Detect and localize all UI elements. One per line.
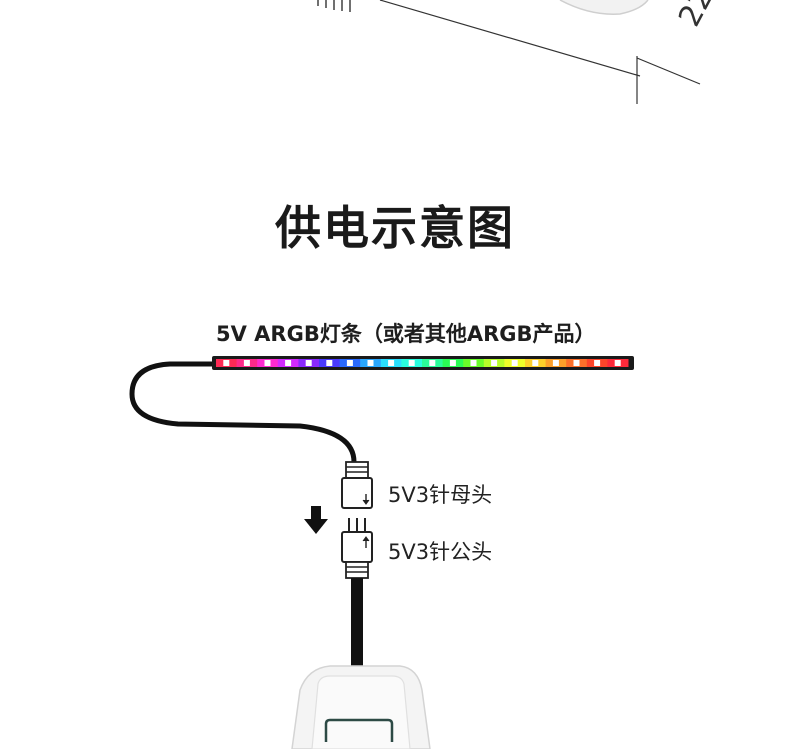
led-chip xyxy=(449,360,456,366)
led-chip xyxy=(305,360,312,366)
led-chip xyxy=(367,360,374,366)
male-connector-label: 5V3针公头 xyxy=(388,540,493,564)
strip-cable xyxy=(129,361,357,465)
page-title: 供电示意图 xyxy=(275,201,515,255)
led-chip xyxy=(223,360,230,366)
led-chip xyxy=(573,360,580,366)
led-chip xyxy=(429,360,436,366)
power-adapter xyxy=(291,665,431,749)
power-cable xyxy=(351,578,363,670)
male-connector-pins xyxy=(348,518,366,532)
led-chip xyxy=(346,360,353,366)
female-connector-label: 5V3针母头 xyxy=(388,483,493,507)
led-chip xyxy=(470,360,477,366)
argb-led-strip xyxy=(212,356,634,370)
led-chip xyxy=(326,360,333,366)
led-chip xyxy=(594,360,601,366)
led-chip xyxy=(388,360,395,366)
led-chip xyxy=(408,360,415,366)
product-illustration-top xyxy=(317,0,701,104)
male-connector xyxy=(341,531,373,579)
led-chip xyxy=(532,360,539,366)
led-chip xyxy=(552,360,559,366)
strip-label: 5V ARGB灯条（或者其他ARGB产品） xyxy=(216,322,596,346)
connect-arrow-icon xyxy=(304,506,328,534)
led-chip xyxy=(511,360,518,366)
female-connector xyxy=(341,461,373,509)
led-chip xyxy=(264,360,271,366)
led-chip xyxy=(285,360,292,366)
led-chip xyxy=(614,360,621,366)
led-chip xyxy=(243,360,250,366)
led-chip xyxy=(491,360,498,366)
